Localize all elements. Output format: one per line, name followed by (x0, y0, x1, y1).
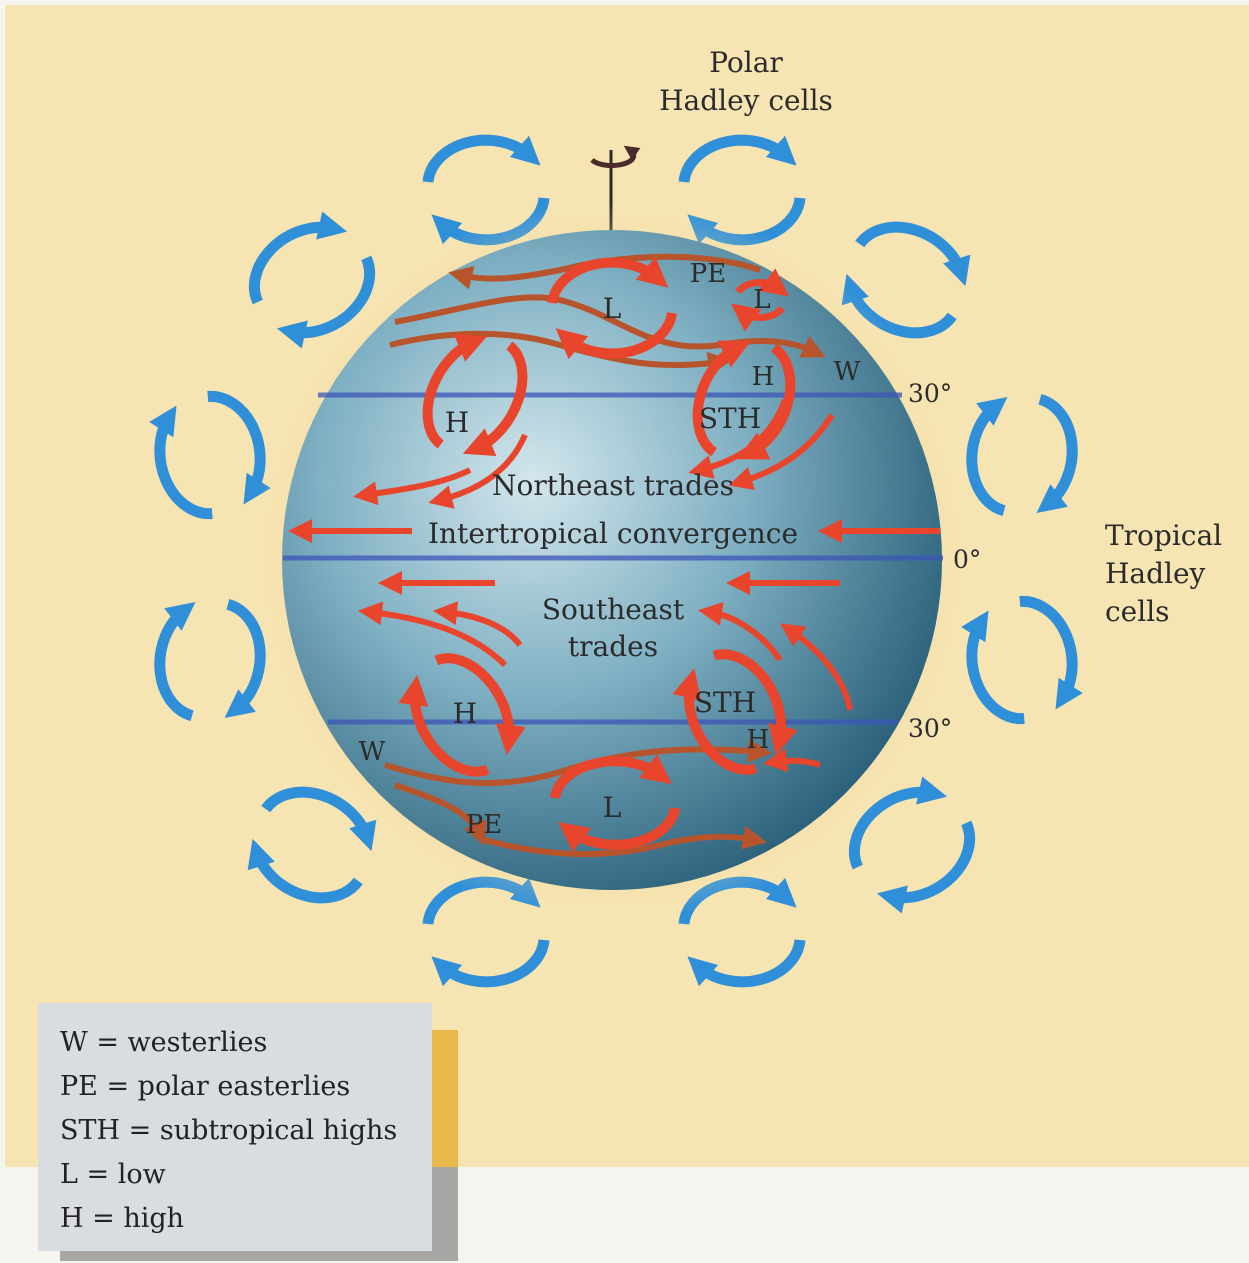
legend-accent-bar (432, 1030, 458, 1167)
legend-shadow-bar (432, 1167, 458, 1257)
southeast-trades-label-line1: Southeast (542, 593, 685, 626)
legend-item-high: H = high (60, 1197, 432, 1241)
tropical-hadley-label-line3: cells (1105, 595, 1170, 628)
pe-north-label: PE (690, 259, 726, 289)
polar-hadley-label-line1: Polar (709, 46, 783, 79)
legend-item-low: L = low (60, 1153, 432, 1197)
latitude-0-label: 0° (953, 545, 981, 574)
w-north-label: W (834, 357, 861, 387)
legend: W = westerlies PE = polar easterlies STH… (38, 1003, 432, 1251)
h-south-left-label: H (453, 697, 477, 730)
w-south-label: W (359, 737, 386, 767)
latitude-30-south-label: 30° (908, 714, 952, 743)
tropical-hadley-label-line1: Tropical (1105, 519, 1222, 552)
legend-item-polar-easterlies: PE = polar easterlies (60, 1065, 432, 1109)
pe-south-label: PE (466, 810, 502, 840)
sth-south-label: STH (694, 686, 756, 719)
h-north-right-label: H (752, 362, 775, 392)
h-south-right-label: H (747, 725, 770, 755)
itcz-label: Intertropical convergence (428, 517, 798, 550)
southeast-trades-label-line2: trades (568, 630, 658, 663)
latitude-30-north-label: 30° (908, 379, 952, 408)
h-north-left-label: H (445, 406, 469, 439)
l-north-label: L (603, 292, 622, 325)
legend-item-subtropical-highs: STH = subtropical highs (60, 1109, 432, 1153)
polar-hadley-label-line2: Hadley cells (659, 84, 833, 117)
legend-item-westerlies: W = westerlies (60, 1021, 432, 1065)
northeast-trades-label: Northeast trades (492, 469, 734, 502)
legend-shadow-bottom (60, 1251, 458, 1261)
sth-north-label: STH (699, 402, 761, 435)
l-south-label: L (603, 791, 622, 824)
l-north-small-label: L (753, 285, 770, 315)
tropical-hadley-label-line2: Hadley (1105, 557, 1206, 590)
